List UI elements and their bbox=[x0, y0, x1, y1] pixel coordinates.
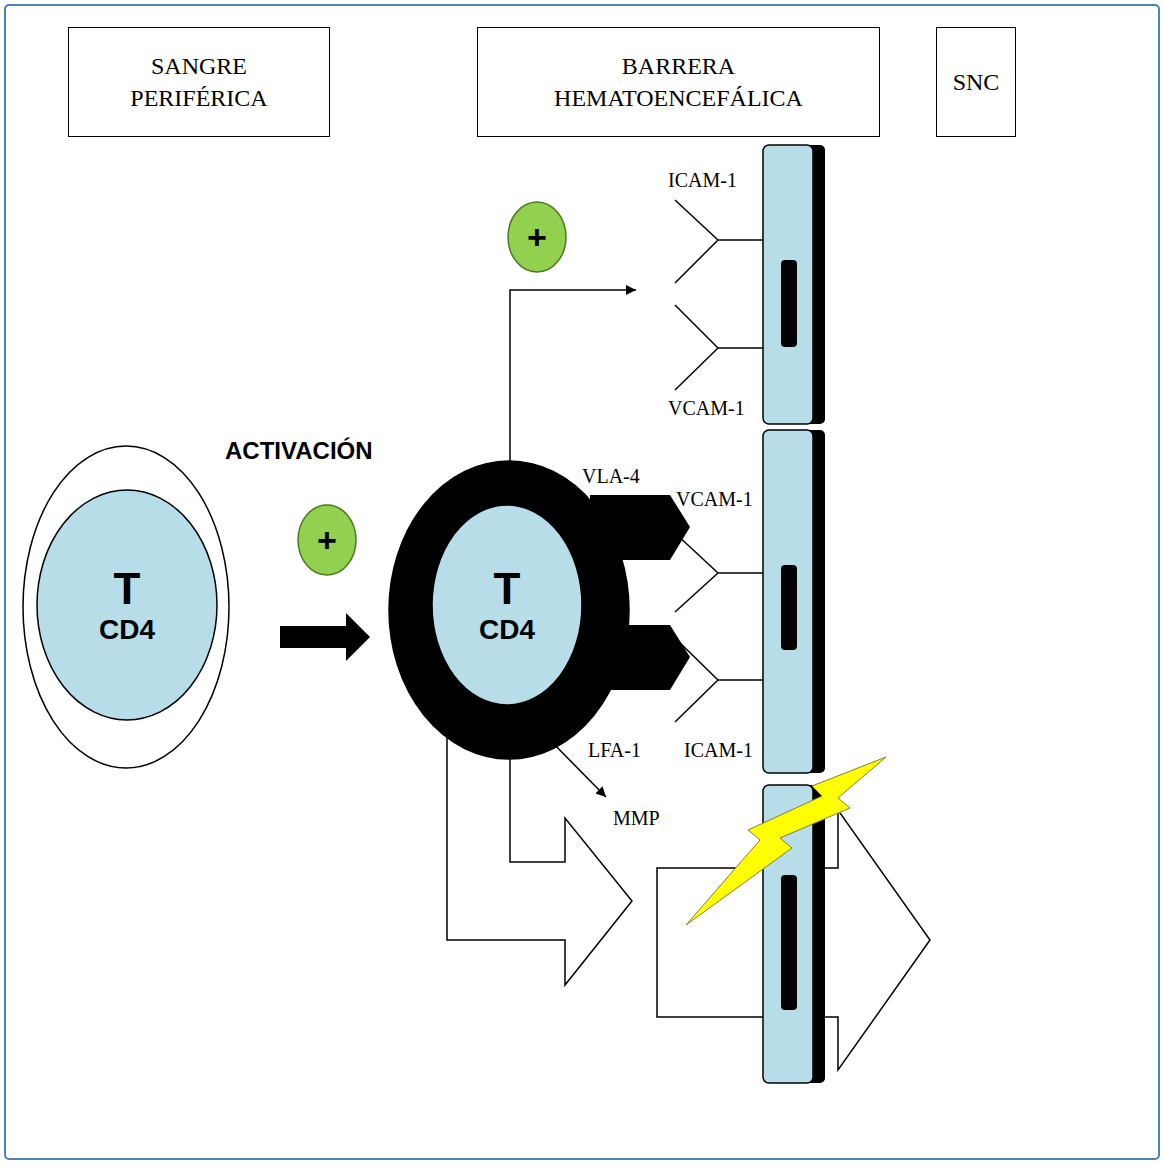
damage-bolt bbox=[686, 757, 886, 925]
cell-nucleus bbox=[37, 490, 217, 720]
label-holder: VCAM-1 bbox=[676, 487, 753, 511]
cell-membrane bbox=[389, 461, 629, 759]
stimulus-badge: + bbox=[297, 504, 357, 576]
label-holder: VLA-4 bbox=[582, 464, 640, 488]
text-block: + bbox=[507, 201, 567, 273]
cell-type: T bbox=[114, 564, 141, 615]
region-header: BARRERA HEMATOENCEFÁLICA bbox=[477, 27, 880, 137]
molecule-label: ICAM-1 bbox=[668, 169, 737, 191]
text-block: BARRERA HEMATOENCEFÁLICA bbox=[514, 50, 844, 115]
cell-type: T bbox=[494, 564, 521, 615]
molecule-label: VCAM-1 bbox=[676, 488, 753, 510]
cell-marker: CD4 bbox=[479, 614, 535, 646]
region-header: SANGRE PERIFÉRICA bbox=[68, 27, 330, 137]
arrow-head bbox=[346, 613, 370, 661]
icam-ligand bbox=[675, 638, 763, 722]
activated-t-cell: TCD4 bbox=[388, 460, 630, 760]
molecule-label: ICAM-1 bbox=[684, 739, 753, 761]
plus-sign: + bbox=[317, 523, 337, 557]
nucleus bbox=[781, 565, 797, 650]
molecule-label: VCAM-1 bbox=[668, 397, 745, 419]
activation-arrow bbox=[280, 613, 370, 661]
label-holder: ACTIVACIÓN bbox=[225, 437, 373, 466]
nucleus bbox=[781, 260, 797, 347]
region-title: BARRERA HEMATOENCEFÁLICA bbox=[514, 50, 844, 115]
badge-ellipse bbox=[508, 202, 566, 272]
cell-nucleus bbox=[432, 505, 582, 705]
badge-ellipse bbox=[298, 505, 356, 575]
text-block: + bbox=[297, 504, 357, 576]
process-label: ACTIVACIÓN bbox=[225, 437, 373, 464]
plus-sign: + bbox=[527, 220, 547, 254]
text-block: TCD4 bbox=[432, 505, 582, 705]
arrow-shaft bbox=[280, 626, 348, 648]
cell-marker: CD4 bbox=[99, 614, 155, 646]
cell-membrane bbox=[23, 446, 229, 768]
molecule-label: VLA-4 bbox=[582, 465, 640, 487]
frame bbox=[5, 5, 1159, 1159]
vcam-ligand bbox=[675, 305, 763, 390]
icam-ligand bbox=[675, 200, 763, 283]
label-holder: VCAM-1 bbox=[668, 396, 745, 420]
vcam-ligand bbox=[675, 533, 763, 612]
label-holder: MMP bbox=[613, 806, 660, 830]
upregulation-arrow bbox=[510, 290, 636, 470]
label-holder: ICAM-1 bbox=[668, 168, 737, 192]
region-header: SNC bbox=[936, 27, 1016, 137]
molecule-label: LFA-1 bbox=[588, 739, 641, 761]
molecule-label: MMP bbox=[613, 807, 660, 829]
ligands bbox=[675, 200, 763, 722]
endothelial-cell bbox=[763, 430, 813, 773]
stimulus-badge: + bbox=[507, 201, 567, 273]
nucleus bbox=[781, 875, 797, 1010]
text-block: TCD4 bbox=[37, 490, 217, 720]
label-holder: ICAM-1 bbox=[684, 738, 753, 762]
text-block: SANGRE PERIFÉRICA bbox=[89, 50, 309, 115]
region-title: SNC bbox=[953, 66, 1000, 98]
label-holder: LFA-1 bbox=[588, 738, 641, 762]
text-block: SNC bbox=[953, 66, 1000, 98]
region-title: SANGRE PERIFÉRICA bbox=[89, 50, 309, 115]
t-cell: TCD4 bbox=[22, 445, 230, 769]
endothelial-cell bbox=[763, 145, 813, 424]
